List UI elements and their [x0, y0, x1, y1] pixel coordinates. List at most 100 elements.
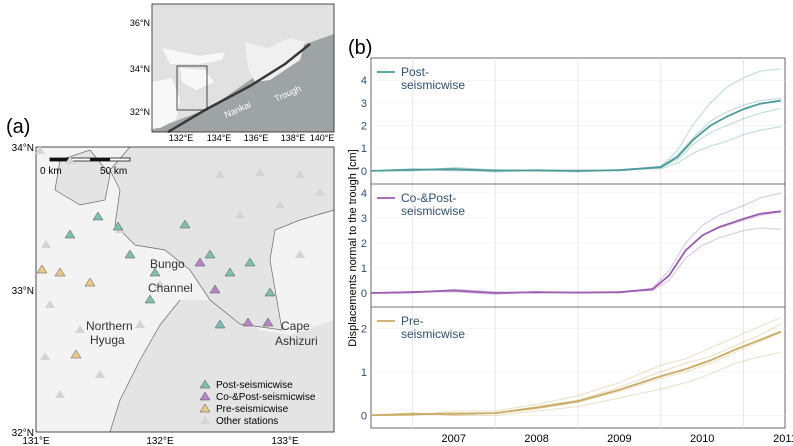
legend-swatch-co-post [199, 391, 211, 401]
other-station-marker [215, 170, 225, 178]
x-tick-label: 2010 [690, 433, 714, 445]
other-station-marker [55, 390, 65, 398]
post-seismicwise-station-marker [112, 221, 124, 231]
x-tick-label: 2008 [524, 433, 548, 445]
map-coastline [109, 146, 335, 331]
other-station-marker [295, 250, 305, 258]
x-tick-label: 2011 [773, 433, 793, 445]
panel-legend-label: seismicwise [401, 78, 465, 92]
scale-bar-segment [90, 158, 110, 161]
other-station-marker [65, 156, 75, 164]
scale-bar-end: 50 km [100, 166, 127, 177]
co-post-seismicwise-station-marker [194, 257, 206, 267]
series-line [370, 332, 782, 416]
panel-label-b: (b) [348, 37, 372, 59]
post-seismicwise-station-marker [224, 267, 236, 277]
map-sea-north [110, 147, 334, 330]
other-station-marker [95, 370, 105, 378]
series-line [370, 227, 781, 295]
map-lat-label: 34°N [12, 143, 34, 154]
other-station-marker [35, 146, 45, 154]
map-frame [35, 146, 335, 433]
place-label-channel: Channel [148, 281, 193, 295]
other-station-marker [45, 300, 55, 308]
inset-land-honshu [245, 38, 305, 82]
y-tick-label: 3 [361, 213, 367, 225]
inset-lon-label: 132°E [169, 133, 194, 143]
co-post-seismicwise-station-marker [209, 284, 221, 294]
panel-legend-label: Co-&Post- [401, 191, 456, 205]
inset-lon-label: 138°E [281, 133, 306, 143]
mean-series-line [370, 99, 782, 172]
map-coastline [54, 149, 111, 206]
legend-label-co-post: Co-&Post-seismicwise [216, 392, 316, 403]
inset-lon-label: 136°E [244, 133, 269, 143]
other-station-marker [275, 200, 285, 208]
y-tick-label: 0 [361, 410, 367, 422]
y-tick-label: 4 [361, 75, 367, 87]
map-lat-label: 33°N [12, 286, 34, 297]
y-tick-label: 4 [361, 188, 367, 200]
series-line [371, 316, 782, 416]
panel-label-a: (a) [6, 116, 30, 138]
other-station-marker [75, 325, 85, 333]
panel-legend-label: seismicwise [401, 204, 465, 218]
pre-seismicwise-station-marker [36, 264, 48, 274]
mean-series-line [370, 330, 782, 417]
y-tick-label: 1 [361, 143, 367, 155]
panel-legend-label: Pre- [401, 314, 424, 328]
inset-lon-label: 140°E [310, 133, 335, 143]
inset-map: 36°N 34°N 32°N 132°E 134°E 136°E 138°E 1… [130, 3, 335, 143]
inset-land-base [152, 4, 334, 130]
series-line [371, 192, 782, 294]
inset-land-west [162, 48, 225, 64]
map-lon-label: 131°E [22, 436, 50, 446]
inset-land-kyushu [152, 78, 180, 128]
inset-trough-line [167, 43, 311, 134]
station-markers [35, 146, 325, 398]
x-tick-label: 2009 [607, 433, 631, 445]
y-tick-label: 3 [361, 98, 367, 110]
main-map: 0 km 50 km [12, 143, 335, 446]
inset-study-area-box [176, 65, 208, 111]
pre-seismicwise-station-marker [84, 277, 96, 287]
co-post-seismicwise-station-marker [262, 317, 274, 327]
scale-bar-segment [50, 158, 70, 161]
inset-lat-label: 36°N [130, 18, 150, 28]
map-legend: Post-seismicwise Co-&Post-seismicwise Pr… [199, 379, 316, 427]
co-post-seismicwise-station-marker [242, 317, 254, 327]
legend-label-other: Other stations [216, 416, 278, 427]
panel-legend-label: Post- [401, 65, 429, 79]
other-station-marker [315, 188, 325, 196]
y-tick-label: 2 [361, 238, 367, 250]
pre-seismicwise-station-marker [70, 349, 82, 359]
timeseries-x-axis: 2007 2008 2009 2010 2011 [442, 433, 793, 445]
mean-series-line [370, 210, 782, 294]
other-station-marker [40, 352, 50, 360]
y-tick-label: 2 [361, 323, 367, 335]
place-label-bungo: Bungo [150, 257, 185, 271]
inset-frame [151, 3, 335, 133]
map-lon-label: 132°E [146, 436, 174, 446]
other-station-marker [255, 168, 265, 176]
place-label-hyuga: Hyuga [90, 333, 125, 347]
map-lat-label: 32°N [12, 428, 34, 439]
legend-label-pre: Pre-seismicwise [216, 404, 289, 415]
legend-label-post: Post-seismicwise [216, 380, 293, 391]
x-tick-label: 2007 [442, 433, 466, 445]
post-seismicwise-station-marker [92, 211, 104, 221]
map-sea-south [110, 300, 334, 432]
panel-legend-label: seismicwise [401, 327, 465, 341]
legend-swatch-other [200, 416, 210, 424]
post-seismicwise-station-marker [144, 294, 156, 304]
map-coastline [109, 299, 181, 433]
inset-land-shikoku [180, 68, 214, 90]
other-station-marker [135, 320, 145, 328]
inset-lat-label: 32°N [130, 107, 150, 117]
post-seismicwise-station-marker [214, 319, 226, 329]
pre-seismicwise-station-marker [54, 267, 66, 277]
